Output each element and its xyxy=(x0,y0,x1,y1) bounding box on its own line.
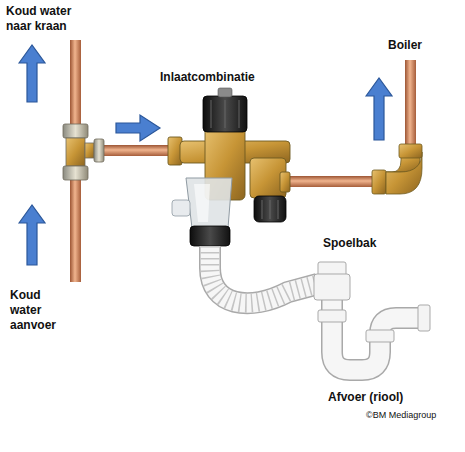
tee-fitting xyxy=(63,124,88,138)
tee-fitting xyxy=(85,143,94,158)
tee-fitting xyxy=(66,138,85,166)
inlet-valve xyxy=(280,172,290,192)
valve-cap xyxy=(225,100,226,128)
valve-cap xyxy=(254,196,286,222)
tee-fitting xyxy=(63,124,104,180)
valve-cap xyxy=(211,100,212,128)
copper-pipe xyxy=(286,60,416,187)
tee-fitting xyxy=(63,166,88,180)
drain-funnel xyxy=(194,184,210,222)
valve-cap xyxy=(203,96,247,132)
drain-siphon xyxy=(210,246,318,303)
elbow-fitting xyxy=(399,144,422,158)
valve-cap xyxy=(218,88,232,97)
drain-funnel xyxy=(190,226,230,246)
elbow-fitting xyxy=(372,144,422,194)
pipe-label: Afvoer (riool) xyxy=(328,390,438,405)
valve-cap xyxy=(262,200,263,219)
pipe-label: Koud water aanvoer xyxy=(10,288,68,333)
elbow-fitting xyxy=(372,170,386,194)
drain-siphon xyxy=(332,296,428,370)
siphon-fitting xyxy=(314,274,350,300)
flow-arrow xyxy=(19,205,45,265)
drain-siphon xyxy=(210,246,318,303)
copper-pipe xyxy=(286,176,378,187)
drain-siphon xyxy=(332,296,428,370)
valve-cap xyxy=(270,200,271,219)
siphon-fitting xyxy=(318,310,346,322)
siphon-fitting xyxy=(366,330,394,342)
part-label: Inlaatcombinatie xyxy=(160,70,290,85)
pipe-label: Boiler xyxy=(388,38,458,53)
drain-funnel xyxy=(186,178,232,228)
flow-arrow xyxy=(19,45,45,102)
part-label: Spoelbak xyxy=(323,236,413,251)
flow-arrow xyxy=(366,78,392,140)
siphon-fitting xyxy=(314,262,430,342)
valve-cap xyxy=(278,200,279,219)
drain-siphon xyxy=(210,246,428,370)
tee-fitting xyxy=(94,139,104,162)
copyright-note: ©BM Mediagroup xyxy=(366,410,461,421)
copper-pipe xyxy=(405,60,416,156)
flow-arrow xyxy=(116,115,160,141)
pipe-label: Koud water naar kraan xyxy=(6,4,78,34)
copper-pipe xyxy=(70,178,81,282)
copper-pipe xyxy=(102,145,176,156)
siphon-fitting xyxy=(418,305,430,331)
drain-funnel xyxy=(172,200,190,216)
copper-pipe xyxy=(70,40,81,126)
drain-funnel xyxy=(172,178,232,246)
valve-cap xyxy=(239,100,240,128)
drain-siphon xyxy=(210,246,318,303)
